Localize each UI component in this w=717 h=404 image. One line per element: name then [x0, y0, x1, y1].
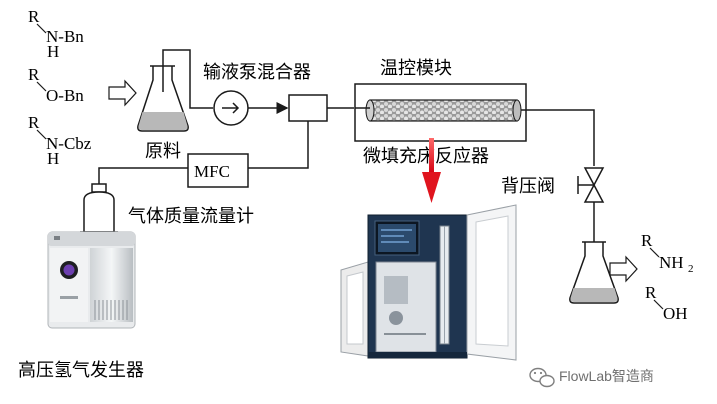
product-arrow-icon [609, 255, 638, 283]
substrate-link-label: O-Bn [46, 86, 84, 105]
feed-flask-icon [137, 65, 189, 132]
gas-cylinder-icon [80, 183, 118, 233]
collection-flask-icon [569, 241, 619, 304]
product-r-label: R [645, 283, 657, 302]
temp-module-label: 温控模块 [380, 58, 452, 78]
reactor-outlet-tube [521, 109, 595, 166]
hydrogen-generator-icon [47, 231, 136, 329]
substrate-r-label: R [28, 65, 40, 84]
mfc-box [187, 153, 249, 188]
substrate-amine-cbz: R N-Cbz H [28, 113, 92, 168]
flow-reactor-instrument-icon [340, 204, 517, 361]
product-alcohol: R OH [645, 283, 688, 323]
watermark-text: FlowLab智造商 [559, 368, 654, 384]
hydrogen-line-to-mfc [98, 167, 188, 184]
product-subscript-label: 2 [688, 263, 694, 275]
product-group-label: NH [659, 253, 684, 272]
hydrogen-generator-label: 高压氢气发生器 [18, 360, 144, 380]
mass-flow-meter-label: 气体质量流量计 [128, 206, 254, 226]
mixer-icon [288, 94, 328, 122]
substrate-link-label: N-Cbz [46, 134, 92, 153]
substrate-link-label: N-Bn [46, 27, 84, 46]
substrate-h-label: H [47, 149, 59, 168]
product-group-label: OH [663, 304, 688, 323]
product-r-label: R [641, 231, 653, 250]
substrate-r-label: R [28, 113, 40, 132]
red-down-arrow-icon [422, 138, 441, 203]
product-amine: R NH 2 [641, 231, 694, 275]
substrate-r-label: R [28, 7, 40, 26]
back-pressure-valve-label: 背压阀 [501, 176, 555, 196]
pump-icon [213, 90, 249, 126]
substrate-amine-bn: R N-Bn H [28, 7, 84, 61]
micro-reactor-label: 微填充床反应器 [363, 146, 489, 166]
substrate-ether-bn: R O-Bn [28, 65, 84, 105]
wechat-icon [529, 367, 555, 388]
pump-mixer-label: 输液泵混合器 [203, 62, 311, 82]
back-pressure-valve-icon [577, 167, 605, 203]
raw-material-label: 原料 [145, 141, 181, 161]
mfc-label: MFC [194, 162, 230, 181]
feed-tube [162, 49, 213, 109]
substrate-h-label: H [47, 42, 59, 61]
gas-line-to-mixer [248, 121, 309, 169]
packed-bed-reactor-icon [365, 99, 522, 122]
feed-arrow-icon [108, 79, 137, 107]
